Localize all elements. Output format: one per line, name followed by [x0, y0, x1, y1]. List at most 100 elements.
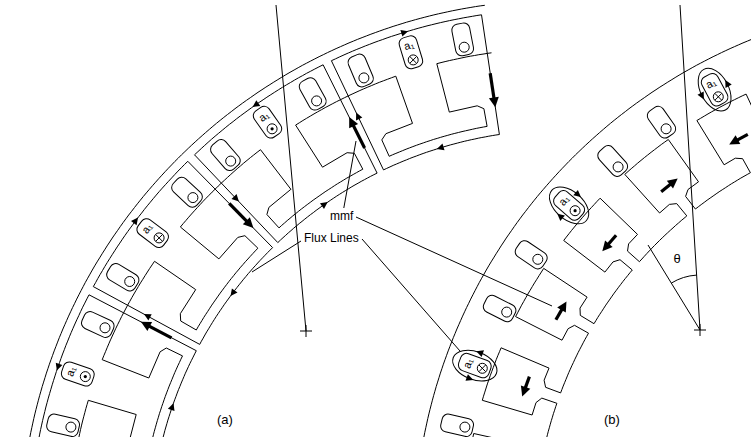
- pole-tooth: [261, 125, 363, 228]
- flux-arrowhead: [144, 314, 152, 320]
- stator-slot: [439, 413, 474, 437]
- rotor-axis: [648, 245, 700, 330]
- reference-axis: [276, 5, 306, 331]
- figure-label-text: (b): [604, 412, 620, 427]
- current-dot: [271, 127, 274, 130]
- mmf-arrow: [490, 73, 494, 101]
- coil-label: a₁: [402, 38, 415, 53]
- figure-label: (a): [217, 413, 233, 428]
- current-cross: [410, 57, 417, 64]
- coil-label-text: a₁: [556, 193, 572, 208]
- coil-conductor: [459, 42, 469, 52]
- coil-conductor: [66, 422, 76, 432]
- flux-arrowhead: [466, 374, 474, 381]
- mmf-arrow-head: [667, 179, 678, 189]
- coil-conductor: [570, 206, 580, 216]
- stator-slot: [60, 360, 96, 387]
- stator-slot: [251, 104, 284, 141]
- leader-line: [252, 241, 301, 272]
- stator-slot: [169, 175, 205, 210]
- mmf-arrow: [147, 325, 172, 338]
- coil-label-text: a₁: [64, 365, 79, 378]
- stator-slot: [451, 22, 475, 57]
- flux-arrowhead: [725, 80, 731, 88]
- figure-label-text: (a): [217, 412, 233, 427]
- pole-tooth: [501, 317, 588, 393]
- coil-label: a₁: [64, 365, 79, 378]
- coil-conductor: [100, 323, 110, 333]
- angle-label-text: θ: [674, 251, 681, 266]
- coil-conductor: [188, 193, 198, 203]
- flux-arrowhead: [320, 202, 328, 209]
- current-dot: [574, 209, 577, 212]
- callout-label-text: Flux Lines: [304, 231, 359, 245]
- coil-conductor: [312, 96, 322, 106]
- stator-outer-edge: [21, 5, 485, 437]
- coil-label: a₁: [256, 108, 271, 124]
- coil-conductor: [267, 124, 277, 134]
- mmf-arrow-head: [557, 302, 566, 313]
- current-cross: [479, 365, 486, 372]
- angle-arc: [671, 275, 696, 283]
- coil-label: a₁: [460, 356, 475, 370]
- flux-arrowhead: [231, 288, 238, 296]
- leader-line: [362, 239, 460, 351]
- pole-tooth: [746, 81, 751, 168]
- mmf-arrow-head: [489, 97, 499, 108]
- stator-bore: [102, 261, 154, 359]
- pole-tooth: [382, 64, 487, 157]
- stator-slot: [297, 76, 328, 113]
- coil-conductor: [713, 92, 723, 102]
- mmf-arrow-head: [141, 322, 152, 331]
- coil-label-text: a₁: [460, 356, 475, 369]
- coil-conductor: [661, 124, 671, 134]
- flux-arrowhead: [356, 113, 362, 121]
- flux-line: [448, 345, 501, 387]
- stator-slot: [208, 137, 243, 173]
- coil-label-text: a₁: [704, 75, 718, 90]
- current-cross: [715, 94, 722, 101]
- stator-slot: [645, 104, 678, 141]
- mmf-arrow-head: [602, 240, 612, 251]
- coil-label: a₁: [704, 75, 719, 91]
- coil-conductor: [226, 156, 236, 166]
- mmf-arrow-head: [349, 117, 358, 128]
- flux-arrowhead: [232, 194, 239, 202]
- figure-label: (b): [604, 413, 620, 428]
- mmf-arrow: [352, 123, 365, 148]
- stator-slot: [45, 413, 80, 437]
- current-cross: [156, 235, 163, 242]
- coil-conductor: [502, 307, 512, 317]
- leader-line: [356, 217, 552, 306]
- pole-tooth: [155, 227, 258, 330]
- coil-conductor: [154, 233, 164, 243]
- stator-slot: [551, 188, 587, 223]
- current-dot: [84, 375, 87, 378]
- stator-slot: [79, 310, 116, 340]
- callout-label: Flux Lines: [304, 232, 359, 246]
- mmf-arrow-head: [243, 217, 254, 228]
- current-cross: [479, 365, 486, 372]
- flux-arrowhead: [573, 190, 581, 197]
- mmf-arrow-head: [729, 135, 740, 144]
- mmf-arrow-head: [521, 385, 530, 396]
- angle-label: θ: [674, 252, 681, 267]
- coil-conductor: [408, 55, 418, 65]
- flux-arrowhead: [476, 350, 484, 357]
- coil-conductor: [477, 363, 487, 373]
- flux-arrowhead: [131, 218, 138, 226]
- coil-conductor: [533, 254, 543, 264]
- stator-slot: [513, 238, 550, 271]
- leader-line: [344, 141, 356, 208]
- flux-arrowhead: [56, 363, 63, 371]
- flux-arrowhead: [698, 92, 704, 100]
- coil-label-text: a₁: [256, 108, 271, 123]
- pole-tooth: [474, 398, 557, 437]
- stator-bore: [516, 268, 544, 316]
- mmf-arrow: [229, 203, 249, 223]
- callout-label-text: mmf: [330, 209, 353, 223]
- coil-conductor: [460, 422, 470, 432]
- flux-line: [691, 63, 737, 117]
